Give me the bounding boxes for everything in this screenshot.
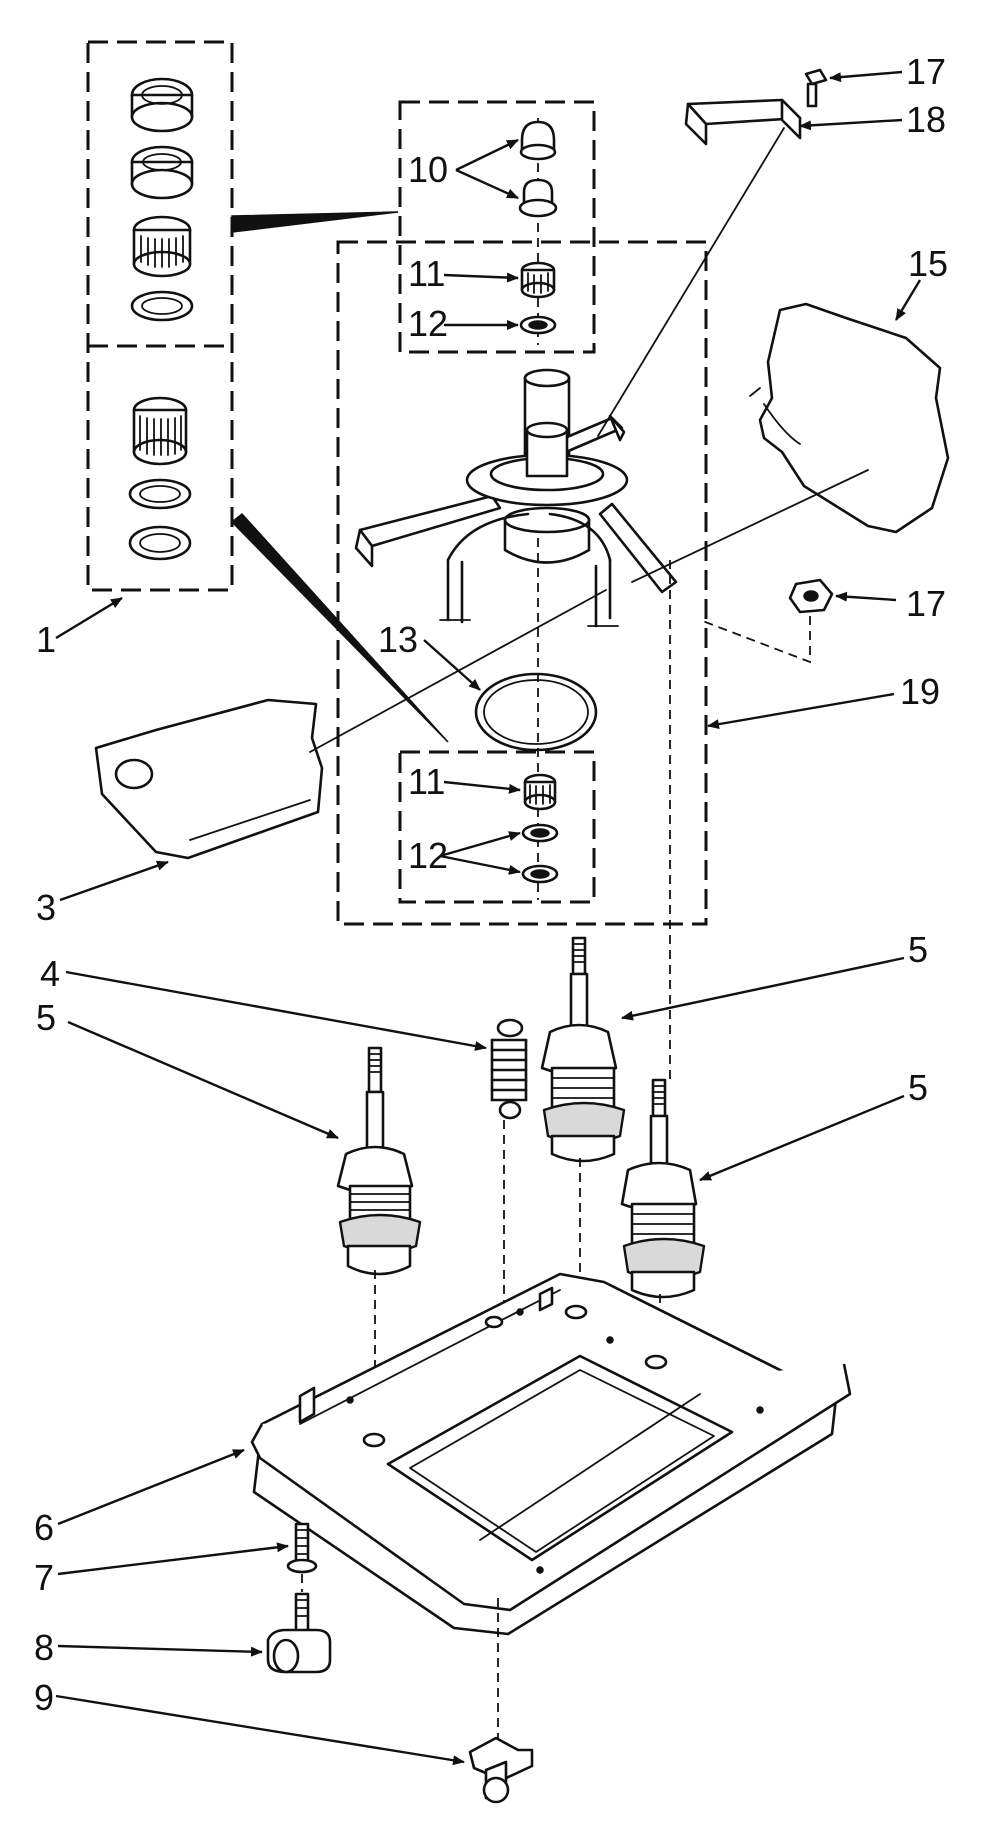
lower-bearing-subbox [398,750,596,904]
nut-18 [788,578,834,614]
arrow-19 [707,692,895,730]
arrow-3 [59,860,169,902]
kit-washer-upper [130,290,194,322]
label-17: 15 [908,243,948,284]
spin-tube-assembly [354,368,678,628]
label-7: 7 [34,1557,54,1598]
kit-washer-lower-2 [128,525,192,561]
seal-cap-10-lower [518,178,558,218]
arrow-11-lower [443,780,521,794]
label-4: 4 [40,953,60,994]
arrow-12-lower-b [439,854,521,875]
kit-roller-bearing-lower [132,396,188,466]
arrow-5-right [699,1094,905,1182]
screw-14 [804,68,828,108]
label-6: 6 [34,1507,54,1548]
arrow-5-left [67,1020,339,1140]
arrow-17 [894,279,922,321]
bearing-11-lower [523,773,557,811]
label-12-lower: 12 [408,835,448,876]
arrow-9 [55,1694,465,1766]
bracket-15 [684,98,802,146]
arrow-1 [55,596,123,640]
kit-link-wedge-lower [230,512,449,743]
label-1: 1 [36,619,56,660]
suspension-5-right [620,1078,706,1299]
arrow-15 [799,118,903,131]
kit-roller-bearing-upper [132,215,192,278]
cover-leader-line [631,469,869,583]
label-13: 13 [378,619,418,660]
kit-seal-second [130,145,194,200]
kit-seal-upper [130,77,194,133]
nut-leader-line [699,616,811,664]
label-8: 8 [34,1627,54,1668]
belt-13 [474,672,598,752]
arrow-5-top-right [621,956,905,1021]
bearing-kit-group [86,40,234,592]
label-15: 18 [906,99,946,140]
label-5-left: 5 [36,997,56,1038]
arrow-7 [57,1542,289,1576]
leader-arrows [55,70,922,1766]
label-10: 10 [408,149,448,190]
washer-12-lower-1 [521,823,559,843]
tripod-arm-left [358,494,502,548]
base-frame-6 [250,1272,852,1636]
label-12-upper: 12 [408,303,448,344]
arrow-14 [829,70,903,83]
label-3: 3 [36,887,56,928]
label-11-upper: 11 [408,253,445,294]
washer-12-lower-2 [521,864,559,884]
assembly-19-box [336,240,708,926]
suspension-5-center [540,936,626,1163]
callout-labels: 17 18 10 11 12 15 18 17 19 1 13 11 12 3 … [34,51,948,1718]
kit-link-wedge-upper [231,211,399,233]
spring-4 [490,1018,528,1120]
suspension-5-left [336,1046,422,1276]
arrow-13 [423,639,481,691]
arrow-10b [455,168,519,200]
label-9: 9 [34,1677,54,1718]
arrow-8 [57,1644,263,1657]
kit-washer-lower-1 [128,478,192,510]
label-19: 19 [900,671,940,712]
leveling-leg-7 [286,1522,318,1574]
seal-cap-10-upper [519,120,557,161]
arrow-6 [57,1448,245,1526]
arrow-18 [835,591,897,602]
washer-12-upper [519,315,557,335]
arrow-4 [65,970,487,1051]
arrow-10a [455,138,519,172]
upper-bearing-subbox [398,100,596,354]
bracket-leader-line [597,127,785,437]
arrow-11-upper [443,272,519,283]
label-11-lower: 11 [408,761,445,802]
label-5-right: 5 [908,1067,928,1108]
label-18-text: 17 [906,583,946,624]
label-14: 17 [906,51,946,92]
shield-3 [94,698,324,860]
foot-8 [266,1592,332,1674]
label-5-top-right: 5 [908,929,928,970]
arrow-12-lower-a [439,831,521,858]
cover-17 [749,302,950,534]
bearing-11-upper [520,261,556,299]
caster-9 [468,1736,534,1804]
